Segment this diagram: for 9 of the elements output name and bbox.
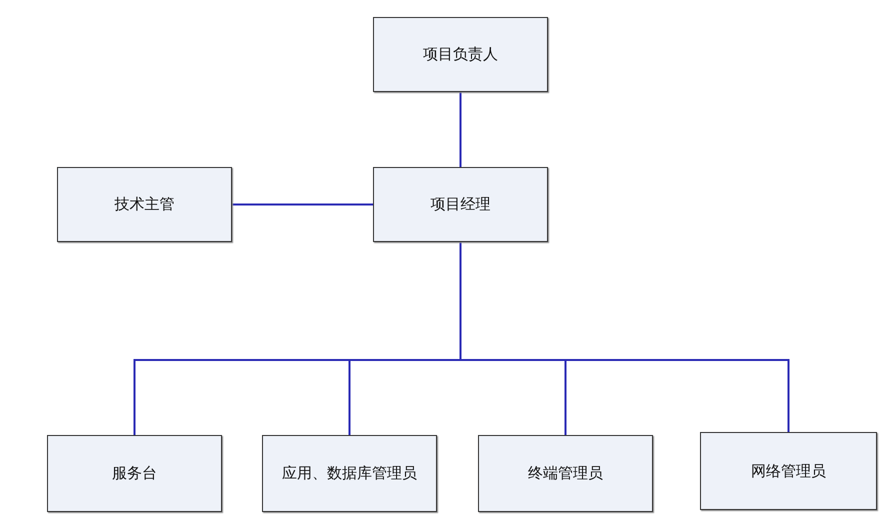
role-box: 网络管理员: [700, 432, 877, 510]
role-box: 项目经理: [373, 167, 548, 242]
role-box: 终端管理员: [478, 435, 653, 512]
role-box: 项目负责人: [373, 17, 548, 92]
connector-line: [460, 92, 462, 167]
connector-line: [232, 204, 373, 206]
role-box: 技术主管: [57, 167, 232, 242]
role-box: 服务台: [47, 435, 222, 512]
role-box: 应用、数据库管理员: [262, 435, 437, 512]
